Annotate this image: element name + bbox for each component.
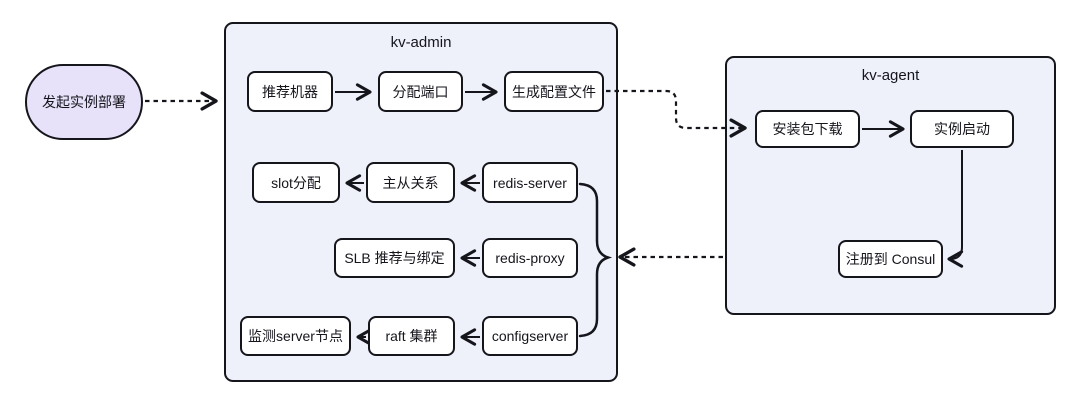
node-master-slave: 主从关系 [366,162,455,203]
node-redis-proxy: redis-proxy [482,238,578,278]
node-slb-binding: SLB 推荐与绑定 [334,238,455,278]
node-raft-cluster: raft 集群 [368,316,455,356]
node-instance-start: 实例启动 [910,110,1014,148]
node-register-consul: 注册到 Consul [838,240,943,278]
kv-agent-title: kv-agent [861,67,920,84]
edge-start-to-register [947,150,964,268]
node-package-download: 安装包下载 [755,110,860,148]
node-generate-config: 生成配置文件 [504,71,604,112]
node-redis-server: redis-server [482,162,578,203]
kv-admin-title: kv-admin [390,34,452,51]
node-monitor-server: 监测server节点 [240,316,351,356]
node-start-deploy: 发起实例部署 [25,64,143,140]
node-slot-allocation: slot分配 [252,162,340,203]
node-configserver: configserver [482,316,578,356]
node-allocate-port: 分配端口 [378,71,463,112]
edge-genconfig-to-download [606,89,747,138]
node-recommend-machine: 推荐机器 [247,71,333,112]
brace-server-group [578,182,613,338]
